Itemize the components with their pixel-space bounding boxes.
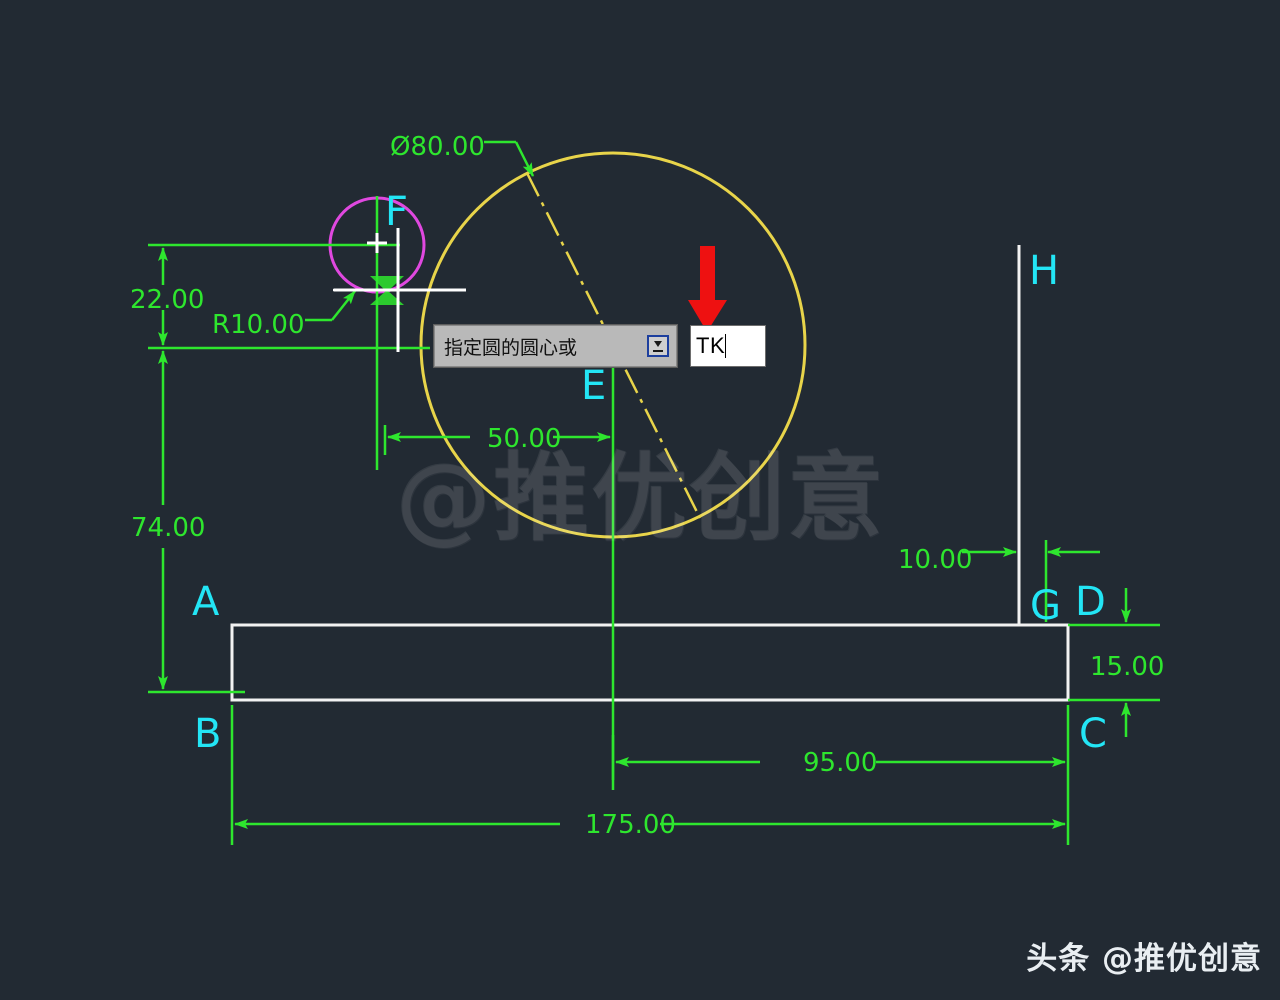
command-prompt-text: 指定圆的圆心或 bbox=[444, 336, 578, 359]
dim-text-dia80: Ø80.00 bbox=[390, 132, 485, 162]
label-B: B bbox=[194, 711, 221, 757]
label-A: A bbox=[192, 579, 220, 625]
osnap-marker-upper bbox=[370, 276, 404, 292]
osnap-marker-lower bbox=[370, 290, 404, 305]
dimension-layer bbox=[158, 140, 1160, 829]
dim-text-15: 15.00 bbox=[1090, 652, 1164, 682]
dim-text-95: 95.00 bbox=[803, 748, 877, 778]
dim-r10-leader-d bbox=[331, 290, 356, 321]
dim-text-r10: R10.00 bbox=[212, 310, 305, 340]
label-F: F bbox=[385, 189, 408, 235]
chevron-down-icon[interactable] bbox=[647, 335, 669, 357]
dim-text-50: 50.00 bbox=[487, 424, 561, 454]
label-H: H bbox=[1029, 248, 1059, 294]
dim-dia80-leader-d bbox=[514, 141, 535, 177]
label-C: C bbox=[1079, 711, 1107, 757]
crosshair-cursor bbox=[334, 228, 466, 352]
dim-text-10: 10.00 bbox=[898, 545, 972, 575]
label-D: D bbox=[1075, 579, 1106, 625]
command-input-value: TK bbox=[696, 333, 726, 358]
corner-watermark: 头条 @推优创意 bbox=[1026, 941, 1262, 977]
dim-text-175: 175.00 bbox=[585, 810, 676, 840]
command-prompt-tooltip[interactable]: 指定圆的圆心或 bbox=[434, 325, 677, 367]
geometry-layer bbox=[230, 151, 1070, 702]
dimension-text-layer: Ø80.00 22.00 R10.00 50.00 74.00 10.00 15… bbox=[130, 132, 1164, 840]
text-caret bbox=[725, 334, 727, 358]
point-label-layer: A B C D E F G H bbox=[192, 189, 1107, 757]
dim-text-22: 22.00 bbox=[130, 285, 204, 315]
centerline-layer bbox=[148, 196, 1070, 845]
label-G: G bbox=[1030, 583, 1061, 629]
red-down-arrow-icon bbox=[688, 246, 727, 332]
dim-text-74: 74.00 bbox=[131, 513, 205, 543]
plate-rectangle bbox=[230, 623, 1070, 702]
label-E: E bbox=[581, 363, 606, 409]
command-input-field[interactable]: TK bbox=[690, 325, 766, 367]
